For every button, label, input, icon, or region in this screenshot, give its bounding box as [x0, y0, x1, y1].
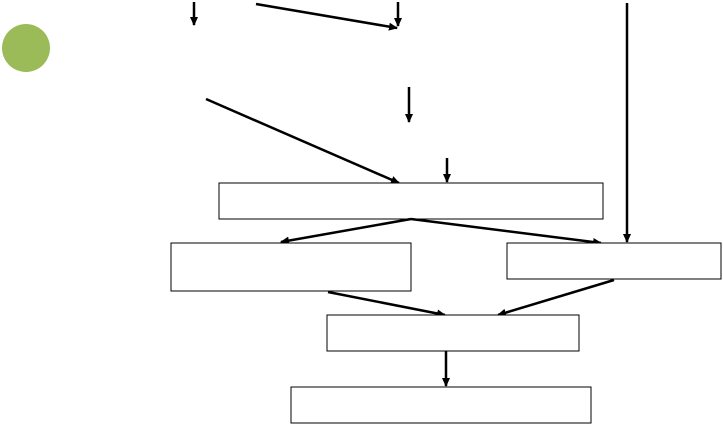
- arrow-right-box-to-merge-box: [497, 278, 615, 317]
- flow-box-right: [506, 242, 722, 280]
- arrow-top-box-to-left-box: [280, 217, 412, 245]
- flow-box-top: [218, 182, 604, 220]
- arrow-diagonal-to-top-box: [205, 97, 400, 185]
- flow-box-merge: [326, 314, 580, 352]
- arrow-top-diagonal: [255, 2, 398, 31]
- green-bullet-icon: [2, 24, 50, 72]
- flow-box-left: [170, 242, 412, 292]
- arrow-top-box-to-right-box: [410, 217, 602, 246]
- arrow-left-box-to-merge-box: [327, 290, 446, 318]
- flow-box-bottom: [290, 386, 592, 424]
